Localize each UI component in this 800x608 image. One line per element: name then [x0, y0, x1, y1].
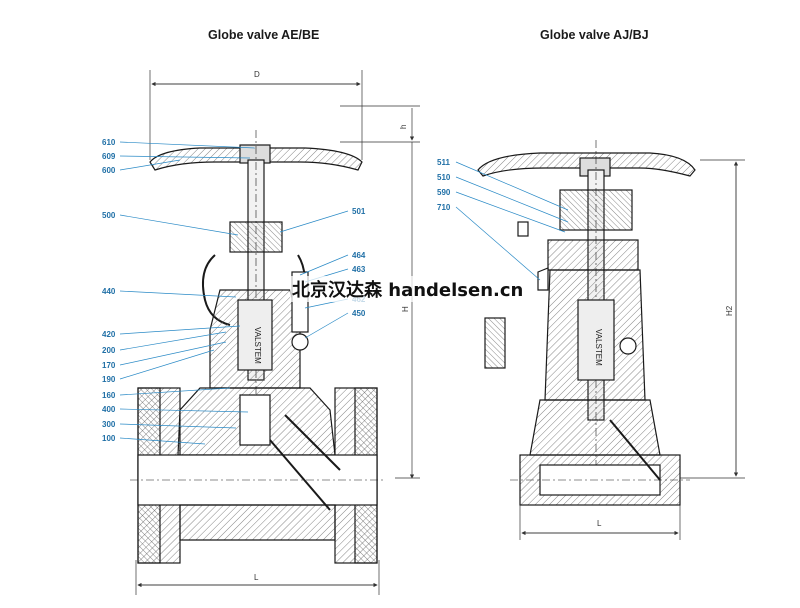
dim-h-small-label: h: [399, 125, 408, 129]
callout-420: 420: [102, 330, 116, 339]
callout-100: 100: [102, 434, 116, 443]
svg-text:VALSTEM: VALSTEM: [594, 329, 603, 366]
callout-600: 600: [102, 166, 116, 175]
callout-400: 400: [102, 405, 116, 414]
left-dimensions: [135, 70, 420, 595]
callout-190: 190: [102, 375, 116, 384]
callout-170: 170: [102, 361, 116, 370]
callout-501: 501: [352, 207, 366, 216]
dim-h-label: H: [401, 306, 410, 312]
svg-text:VALSTEM: VALSTEM: [253, 327, 262, 364]
right-dimensions: [519, 159, 745, 540]
dim-l-left-label: L: [254, 573, 259, 582]
callout-710: 710: [437, 203, 451, 212]
dim-d-label: D: [254, 70, 260, 79]
callout-510: 510: [437, 173, 451, 182]
callout-440: 440: [102, 287, 116, 296]
callout-464: 464: [352, 251, 366, 260]
callout-463: 463: [352, 265, 366, 274]
dim-l-right-label: L: [597, 519, 602, 528]
title-globe-valve-aj-bj: Globe valve AJ/BJ: [540, 28, 649, 42]
callout-500: 500: [102, 211, 116, 220]
callout-450: 450: [352, 309, 366, 318]
dim-h2-label: H2: [725, 305, 734, 316]
callout-200: 200: [102, 346, 116, 355]
callout-609: 609: [102, 152, 116, 161]
title-globe-valve-ae-be: Globe valve AE/BE: [208, 28, 320, 42]
callout-300: 300: [102, 420, 116, 429]
right-valve: VALSTEM: [477, 140, 696, 506]
callout-160: 160: [102, 391, 116, 400]
right-leader-lines: [455, 161, 569, 281]
left-valve: VALSTEM: [130, 130, 385, 564]
watermark-text: 北京汉达森 handelsen.cn: [290, 276, 526, 302]
callout-511: 511: [437, 158, 450, 167]
callout-590: 590: [437, 188, 451, 197]
callout-610: 610: [102, 138, 116, 147]
